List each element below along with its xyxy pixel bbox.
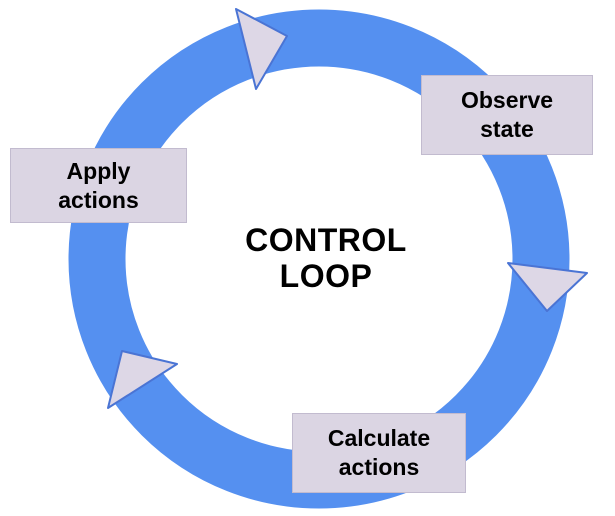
diagram-title: CONTROL LOOP (176, 222, 476, 294)
step-observe-state-line2: state (480, 116, 534, 142)
flow-arrow-bottom-left-icon (107, 350, 178, 409)
step-observe-state: Observe state (421, 75, 593, 155)
step-calculate-actions-line1: Calculate (327, 425, 431, 451)
flow-arrow-top-icon (235, 8, 288, 90)
flow-arrow-right-icon (507, 262, 588, 312)
step-calculate-actions-line2: actions (338, 454, 420, 480)
step-calculate-actions: Calculate actions (292, 413, 466, 493)
diagram-title-line2: LOOP (279, 258, 373, 294)
diagram-title-line1: CONTROL (245, 222, 407, 258)
step-apply-actions: Apply actions (10, 148, 187, 223)
step-observe-state-line1: Observe (460, 87, 554, 113)
step-apply-actions-line1: Apply (66, 157, 131, 184)
step-apply-actions-line2: actions (58, 186, 139, 213)
